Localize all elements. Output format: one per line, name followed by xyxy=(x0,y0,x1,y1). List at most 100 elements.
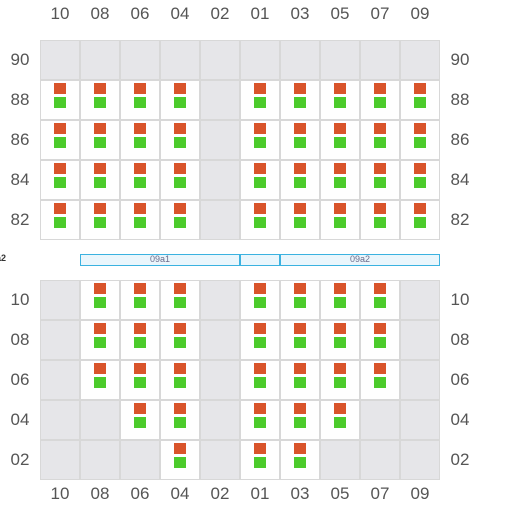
seat-cell[interactable] xyxy=(40,160,80,200)
seat-marker-bottom xyxy=(374,217,386,228)
seat-cell[interactable] xyxy=(360,320,400,360)
seat-marker-top xyxy=(414,123,426,134)
seat-cell[interactable] xyxy=(160,280,200,320)
column-label-bottom: 08 xyxy=(90,484,110,503)
seat-cell[interactable] xyxy=(240,80,280,120)
seat-cell[interactable] xyxy=(280,280,320,320)
seat-cell[interactable] xyxy=(40,120,80,160)
column-label-bottom: 07 xyxy=(370,484,390,503)
column-label-bottom: 09 xyxy=(410,484,430,503)
column-label-bottom: 04 xyxy=(170,484,190,503)
seat-cell[interactable] xyxy=(160,120,200,160)
seat-marker-top xyxy=(54,83,66,94)
seat-marker-bottom xyxy=(334,177,346,188)
seat-cell[interactable] xyxy=(320,80,360,120)
row-label-left: 08 xyxy=(10,330,30,349)
seat-cell[interactable] xyxy=(80,320,120,360)
seat-cell[interactable] xyxy=(240,320,280,360)
seat-cell[interactable] xyxy=(240,400,280,440)
seat-cell[interactable] xyxy=(160,80,200,120)
seat-marker-bottom xyxy=(254,137,266,148)
seat-marker-top xyxy=(134,163,146,174)
seat-cell[interactable] xyxy=(240,360,280,400)
seat-cell[interactable] xyxy=(40,80,80,120)
seat-cell[interactable] xyxy=(40,200,80,240)
seat-cell[interactable] xyxy=(160,160,200,200)
seat-cell[interactable] xyxy=(400,80,440,120)
seat-cell[interactable] xyxy=(320,360,360,400)
seat-cell[interactable] xyxy=(280,160,320,200)
seat-cell[interactable] xyxy=(160,320,200,360)
seat-cell[interactable] xyxy=(280,400,320,440)
seat-cell[interactable] xyxy=(280,80,320,120)
seat-cell[interactable] xyxy=(240,160,280,200)
row-label-right: 04 xyxy=(450,410,470,429)
seat-cell[interactable] xyxy=(240,440,280,480)
seat-cell[interactable] xyxy=(120,280,160,320)
seat-cell[interactable] xyxy=(120,160,160,200)
seat-cell[interactable] xyxy=(400,200,440,240)
seat-marker-bottom xyxy=(334,337,346,348)
seat-cell[interactable] xyxy=(240,280,280,320)
seat-cell[interactable] xyxy=(320,200,360,240)
seat-marker-bottom xyxy=(254,457,266,468)
seat-cell[interactable] xyxy=(80,160,120,200)
seat-cell[interactable] xyxy=(160,400,200,440)
seat-cell[interactable] xyxy=(280,440,320,480)
seat-marker-top xyxy=(94,123,106,134)
seat-cell[interactable] xyxy=(320,320,360,360)
seat-cell[interactable] xyxy=(360,120,400,160)
seat-cell[interactable] xyxy=(240,120,280,160)
seat-marker-top xyxy=(414,203,426,214)
seat-cell[interactable] xyxy=(360,360,400,400)
seat-cell[interactable] xyxy=(80,200,120,240)
seat-cell[interactable] xyxy=(80,280,120,320)
seat-marker-bottom xyxy=(334,217,346,228)
row-label-left: 82 xyxy=(10,210,30,229)
seat-cell[interactable] xyxy=(280,200,320,240)
seat-cell[interactable] xyxy=(120,400,160,440)
column-label-top: 07 xyxy=(370,4,390,23)
seat-cell[interactable] xyxy=(400,120,440,160)
seat-cell[interactable] xyxy=(280,120,320,160)
seat-cell[interactable] xyxy=(240,200,280,240)
seat-cell[interactable] xyxy=(120,120,160,160)
seat-cell[interactable] xyxy=(120,200,160,240)
seat-marker-top xyxy=(414,163,426,174)
seat-cell[interactable] xyxy=(320,120,360,160)
column-label-top: 05 xyxy=(330,4,350,23)
seat-cell[interactable] xyxy=(160,440,200,480)
empty-cell xyxy=(360,40,400,80)
seat-cell[interactable] xyxy=(280,320,320,360)
seat-cell[interactable] xyxy=(360,280,400,320)
seat-marker-top xyxy=(174,163,186,174)
seat-cell[interactable] xyxy=(120,360,160,400)
aisle-cell xyxy=(200,120,240,160)
seat-marker-bottom xyxy=(254,417,266,428)
seat-cell[interactable] xyxy=(280,360,320,400)
seat-cell[interactable] xyxy=(120,320,160,360)
seat-cell[interactable] xyxy=(360,160,400,200)
column-label-bottom: 05 xyxy=(330,484,350,503)
seat-cell[interactable] xyxy=(360,80,400,120)
seat-marker-top xyxy=(294,443,306,454)
seat-cell[interactable] xyxy=(320,400,360,440)
seat-cell[interactable] xyxy=(360,200,400,240)
seat-cell[interactable] xyxy=(120,80,160,120)
empty-cell xyxy=(360,400,400,440)
seat-cell[interactable] xyxy=(160,200,200,240)
column-label-top: 08 xyxy=(90,4,110,23)
seat-cell[interactable] xyxy=(80,360,120,400)
seat-marker-bottom xyxy=(94,97,106,108)
seat-cell[interactable] xyxy=(80,80,120,120)
divider-segment[interactable] xyxy=(240,254,280,266)
seat-cell[interactable] xyxy=(160,360,200,400)
seat-cell[interactable] xyxy=(400,160,440,200)
divider-segment[interactable]: 09a2 xyxy=(280,254,440,266)
seat-cell[interactable] xyxy=(80,120,120,160)
seat-cell[interactable] xyxy=(320,280,360,320)
seat-marker-bottom xyxy=(374,97,386,108)
seat-cell[interactable] xyxy=(320,160,360,200)
row-label-left: 10 xyxy=(10,290,30,309)
divider-segment[interactable]: 09a1 xyxy=(80,254,240,266)
